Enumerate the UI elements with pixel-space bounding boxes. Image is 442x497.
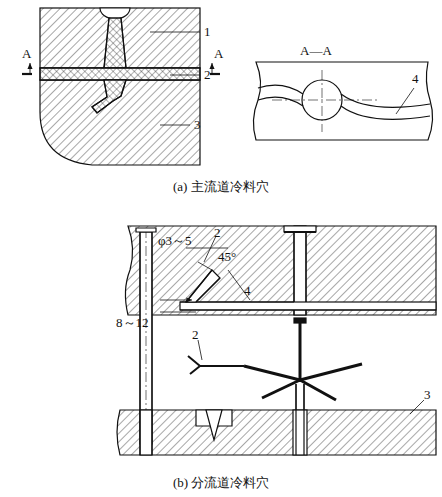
- callout-number: 3: [424, 388, 431, 401]
- caption: (a) 主流道冷料穴: [173, 180, 269, 193]
- callout-number: 2: [214, 226, 221, 239]
- callout-number: 2: [192, 328, 199, 341]
- callout-number: 2: [204, 68, 211, 81]
- callout-number: 1: [204, 25, 211, 38]
- section-title: A—A: [300, 44, 332, 57]
- dimension: 8～12: [116, 316, 149, 329]
- callout-number: 4: [244, 284, 251, 297]
- angle-dimension: 45°: [218, 250, 236, 263]
- section-letter: A: [22, 47, 31, 60]
- callout-number: 4: [412, 72, 419, 85]
- section-letter: A: [214, 47, 223, 60]
- caption: (b) 分流道冷料穴: [173, 476, 269, 489]
- callout-number: 3: [194, 118, 201, 131]
- dimension: φ3～5: [158, 234, 192, 247]
